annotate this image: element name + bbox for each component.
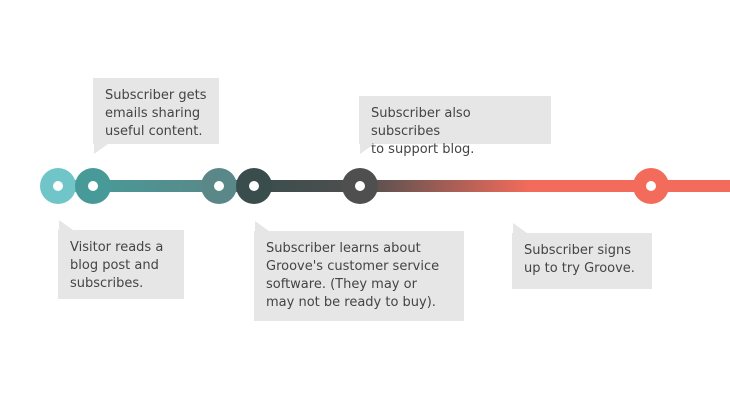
timeline-node-6 (633, 168, 669, 204)
timeline-node-3 (201, 168, 237, 204)
timeline-line (58, 180, 730, 192)
timeline-node-5 (342, 168, 378, 204)
callout-also-subscribes: Subscriber also subscribes to support bl… (359, 96, 551, 157)
callout-text: Subscriber also subscribes to support bl… (371, 106, 475, 157)
timeline-node-4 (236, 168, 272, 204)
timeline-node-2 (75, 168, 111, 204)
callout-text: Visitor reads a blog post and subscribes… (70, 240, 164, 291)
callout-emails-sharing: Subscriber gets emails sharing useful co… (93, 78, 219, 154)
callout-visitor-reads: Visitor reads a blog post and subscribes… (58, 220, 184, 299)
callout-text: Subscriber learns about Groove's custome… (266, 241, 440, 310)
callout-signs-up: Subscriber signs up to try Groove. (512, 223, 652, 289)
callout-text: Subscriber gets emails sharing useful co… (105, 88, 207, 139)
callout-learns-about: Subscriber learns about Groove's custome… (254, 221, 464, 321)
timeline-node-1 (40, 168, 76, 204)
callout-text: Subscriber signs up to try Groove. (524, 243, 635, 276)
